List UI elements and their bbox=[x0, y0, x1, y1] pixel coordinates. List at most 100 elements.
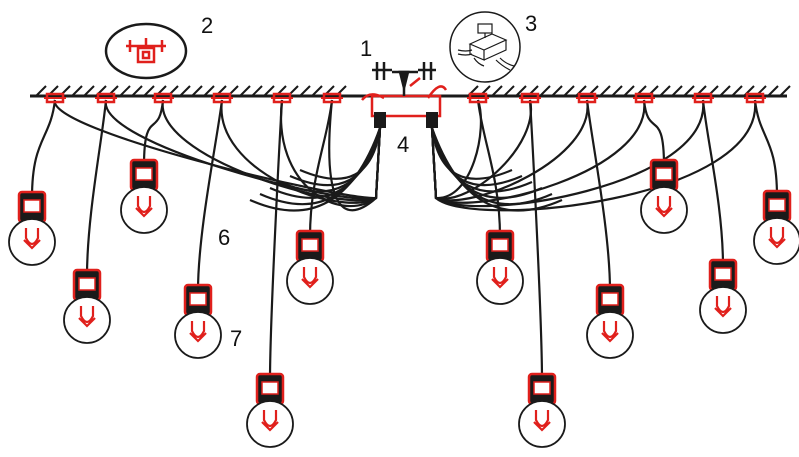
ceiling-hatch-mark bbox=[683, 85, 695, 97]
bulb-filament bbox=[768, 227, 786, 249]
pendant-lamp bbox=[518, 372, 566, 448]
ceiling-hatch-mark bbox=[251, 85, 263, 97]
ceiling-hatch-mark bbox=[239, 85, 251, 97]
light-bulb bbox=[120, 186, 168, 234]
pendant-lamp bbox=[699, 258, 747, 334]
pendant-drop-cable bbox=[308, 99, 334, 238]
light-bulb bbox=[63, 296, 111, 344]
ceiling-hatch-mark bbox=[131, 85, 143, 97]
ceiling-hatch-mark bbox=[263, 85, 275, 97]
bracket-detail-callout bbox=[104, 22, 188, 80]
terminal-detail-callout bbox=[449, 11, 521, 83]
cable-to-hub bbox=[104, 99, 382, 200]
ceiling-hatch-mark bbox=[299, 85, 311, 97]
ceiling-anchor bbox=[467, 92, 489, 104]
light-bulb bbox=[174, 311, 222, 359]
cable-to-hub bbox=[430, 99, 757, 212]
bracket-icon bbox=[126, 38, 166, 64]
pendant-drop-cable bbox=[701, 99, 725, 267]
pendant-lamp bbox=[753, 189, 799, 265]
bulb-filament bbox=[655, 196, 673, 218]
cable-strand bbox=[299, 127, 382, 180]
label-1: 1 bbox=[360, 36, 372, 61]
ceiling-hatch-mark bbox=[575, 85, 587, 97]
label-6: 6 bbox=[218, 225, 230, 250]
bulb-filament bbox=[301, 267, 319, 289]
cable-bundle bbox=[30, 99, 779, 381]
pendant-lamp bbox=[120, 158, 168, 234]
bulb-filament bbox=[189, 321, 207, 343]
ceiling-hatch-mark bbox=[611, 85, 623, 97]
light-bulb bbox=[699, 286, 747, 334]
ceiling-hatch-mark bbox=[767, 85, 779, 97]
ceiling-hatch-mark bbox=[503, 85, 515, 97]
cable-to-hub bbox=[279, 99, 382, 208]
light-bulb bbox=[586, 311, 634, 359]
ceiling-anchor bbox=[692, 92, 714, 104]
cable-strand bbox=[430, 127, 563, 212]
cable-to-hub bbox=[430, 99, 589, 202]
ceiling-hatch-mark bbox=[203, 85, 215, 97]
ceiling-anchor bbox=[576, 92, 598, 104]
bulb-filament bbox=[601, 321, 619, 343]
pendant-lamps bbox=[8, 158, 799, 448]
ceiling-anchor bbox=[519, 92, 541, 104]
central-hub bbox=[361, 62, 448, 128]
pendant-drop-cable bbox=[30, 99, 57, 199]
cable-to-hub bbox=[430, 99, 646, 204]
ceiling-anchors bbox=[44, 92, 766, 104]
cable-to-hub bbox=[328, 99, 382, 212]
bulb-filament bbox=[23, 228, 41, 250]
cable-to-hub bbox=[161, 99, 382, 202]
label-3: 3 bbox=[525, 11, 537, 36]
ceiling-hatch-mark bbox=[671, 85, 683, 97]
terminal-block-icon bbox=[372, 62, 436, 96]
ceiling-hatch-mark bbox=[539, 85, 551, 97]
pendant-drop-cable bbox=[642, 99, 666, 167]
light-bulb bbox=[476, 257, 524, 305]
bulb-filament bbox=[135, 196, 153, 218]
pendant-drop-cable bbox=[753, 99, 779, 198]
label-7: 7 bbox=[230, 326, 242, 351]
pendant-lamp bbox=[476, 229, 524, 305]
bulb-filament bbox=[491, 267, 509, 289]
ceiling-hatch-mark bbox=[599, 85, 611, 97]
cable-to-hub bbox=[220, 99, 382, 204]
ceiling-hatch-mark bbox=[83, 85, 95, 97]
ceiling-anchor bbox=[321, 92, 343, 104]
cable-to-hub bbox=[430, 99, 705, 208]
ceiling-anchor bbox=[152, 92, 174, 104]
ceiling-hatch-mark bbox=[659, 85, 671, 97]
pendant-drop-cable bbox=[85, 99, 108, 277]
pendant-lamp bbox=[640, 158, 688, 234]
ceiling bbox=[30, 85, 791, 98]
bulb-filament bbox=[78, 306, 96, 328]
light-bulb bbox=[753, 217, 799, 265]
light-bulb bbox=[640, 186, 688, 234]
label-4: 4 bbox=[397, 132, 409, 157]
ceiling-hatch-mark bbox=[623, 85, 635, 97]
ceiling-anchor bbox=[44, 92, 66, 104]
ceiling-hatch-mark bbox=[35, 85, 47, 97]
ceiling-hatch-mark bbox=[491, 85, 503, 97]
light-bulb bbox=[286, 257, 334, 305]
ceiling-hatch-mark bbox=[779, 85, 791, 97]
pendant-lamp bbox=[286, 229, 334, 305]
label-2: 2 bbox=[201, 13, 213, 38]
ceiling-hatch-mark bbox=[551, 85, 563, 97]
light-bulb bbox=[8, 218, 56, 266]
ceiling-anchor bbox=[744, 92, 766, 104]
pendant-drop-cable bbox=[196, 99, 224, 292]
ceiling-anchor bbox=[95, 92, 117, 104]
bulb-filament bbox=[533, 410, 551, 432]
pendant-drop-cable bbox=[268, 99, 284, 381]
ceiling-hatch-mark bbox=[563, 85, 575, 97]
ceiling-anchor bbox=[271, 92, 293, 104]
ceiling-anchor bbox=[211, 92, 233, 104]
ceiling-hatch-mark bbox=[119, 85, 131, 97]
light-bulb bbox=[518, 400, 566, 448]
pendant-drop-cable bbox=[585, 99, 612, 292]
ceiling-hatch-mark bbox=[179, 85, 191, 97]
pendant-drop-cable bbox=[142, 99, 165, 167]
